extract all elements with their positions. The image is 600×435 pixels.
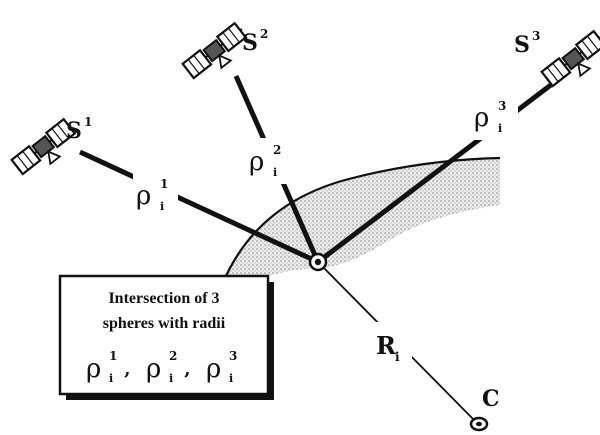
range-line-1 [78,149,320,265]
range-label-2: ρ 2 i [249,143,281,179]
svg-text:ρ: ρ [146,354,161,384]
svg-text:3: 3 [229,349,237,363]
range-label-1: ρ 1 i [136,177,168,213]
svg-text:S: S [66,118,82,144]
satellite-2-icon [181,21,248,80]
range-label-3: ρ 3 i [474,99,506,135]
satellite-label-3: S 3 [514,29,540,58]
caption-formula-term-2: ρ 2 i , [146,349,197,385]
svg-text:S: S [242,30,258,56]
svg-text:3: 3 [532,29,540,43]
satellite-1-icon [10,117,77,176]
svg-text:i: i [498,122,502,135]
svg-text:,: , [178,359,197,380]
svg-text:,: , [118,359,137,380]
radius-label: R i [376,331,400,364]
svg-text:i: i [229,372,233,385]
svg-text:2: 2 [260,27,268,41]
caption-formula: ρ 1 i , ρ 2 i , ρ 3 i [86,349,237,385]
svg-text:2: 2 [169,349,177,363]
caption-line-1: Intersection of 3 [108,290,219,307]
satellite-3-icon [540,29,600,88]
svg-text:R: R [376,331,397,360]
svg-text:1: 1 [84,115,92,129]
svg-text:3: 3 [498,99,506,113]
range-line-3 [316,76,562,264]
svg-text:1: 1 [160,177,168,191]
svg-text:i: i [109,372,113,385]
svg-text:i: i [160,200,164,213]
svg-text:1: 1 [109,349,117,363]
caption-box: Intersection of 3 spheres with radii ρ 1… [58,274,274,400]
svg-text:i: i [273,166,277,179]
satellite-label-2: S 2 [242,27,268,56]
svg-text:ρ: ρ [249,147,264,177]
satellite-label-1: S 1 [66,115,92,144]
caption-formula-term-1: ρ 1 i , [86,349,137,385]
svg-text:i: i [169,372,173,385]
svg-text:S: S [514,32,530,58]
center-label: C [482,386,500,412]
svg-text:ρ: ρ [206,354,221,384]
svg-text:ρ: ρ [474,103,489,133]
caption-formula-term-3: ρ 3 i [206,349,237,385]
center-point [469,416,489,432]
svg-text:ρ: ρ [136,181,151,211]
caption-line-2: spheres with radii [103,315,226,332]
svg-text:ρ: ρ [86,354,101,384]
svg-text:i: i [395,350,400,364]
svg-text:2: 2 [273,143,281,157]
